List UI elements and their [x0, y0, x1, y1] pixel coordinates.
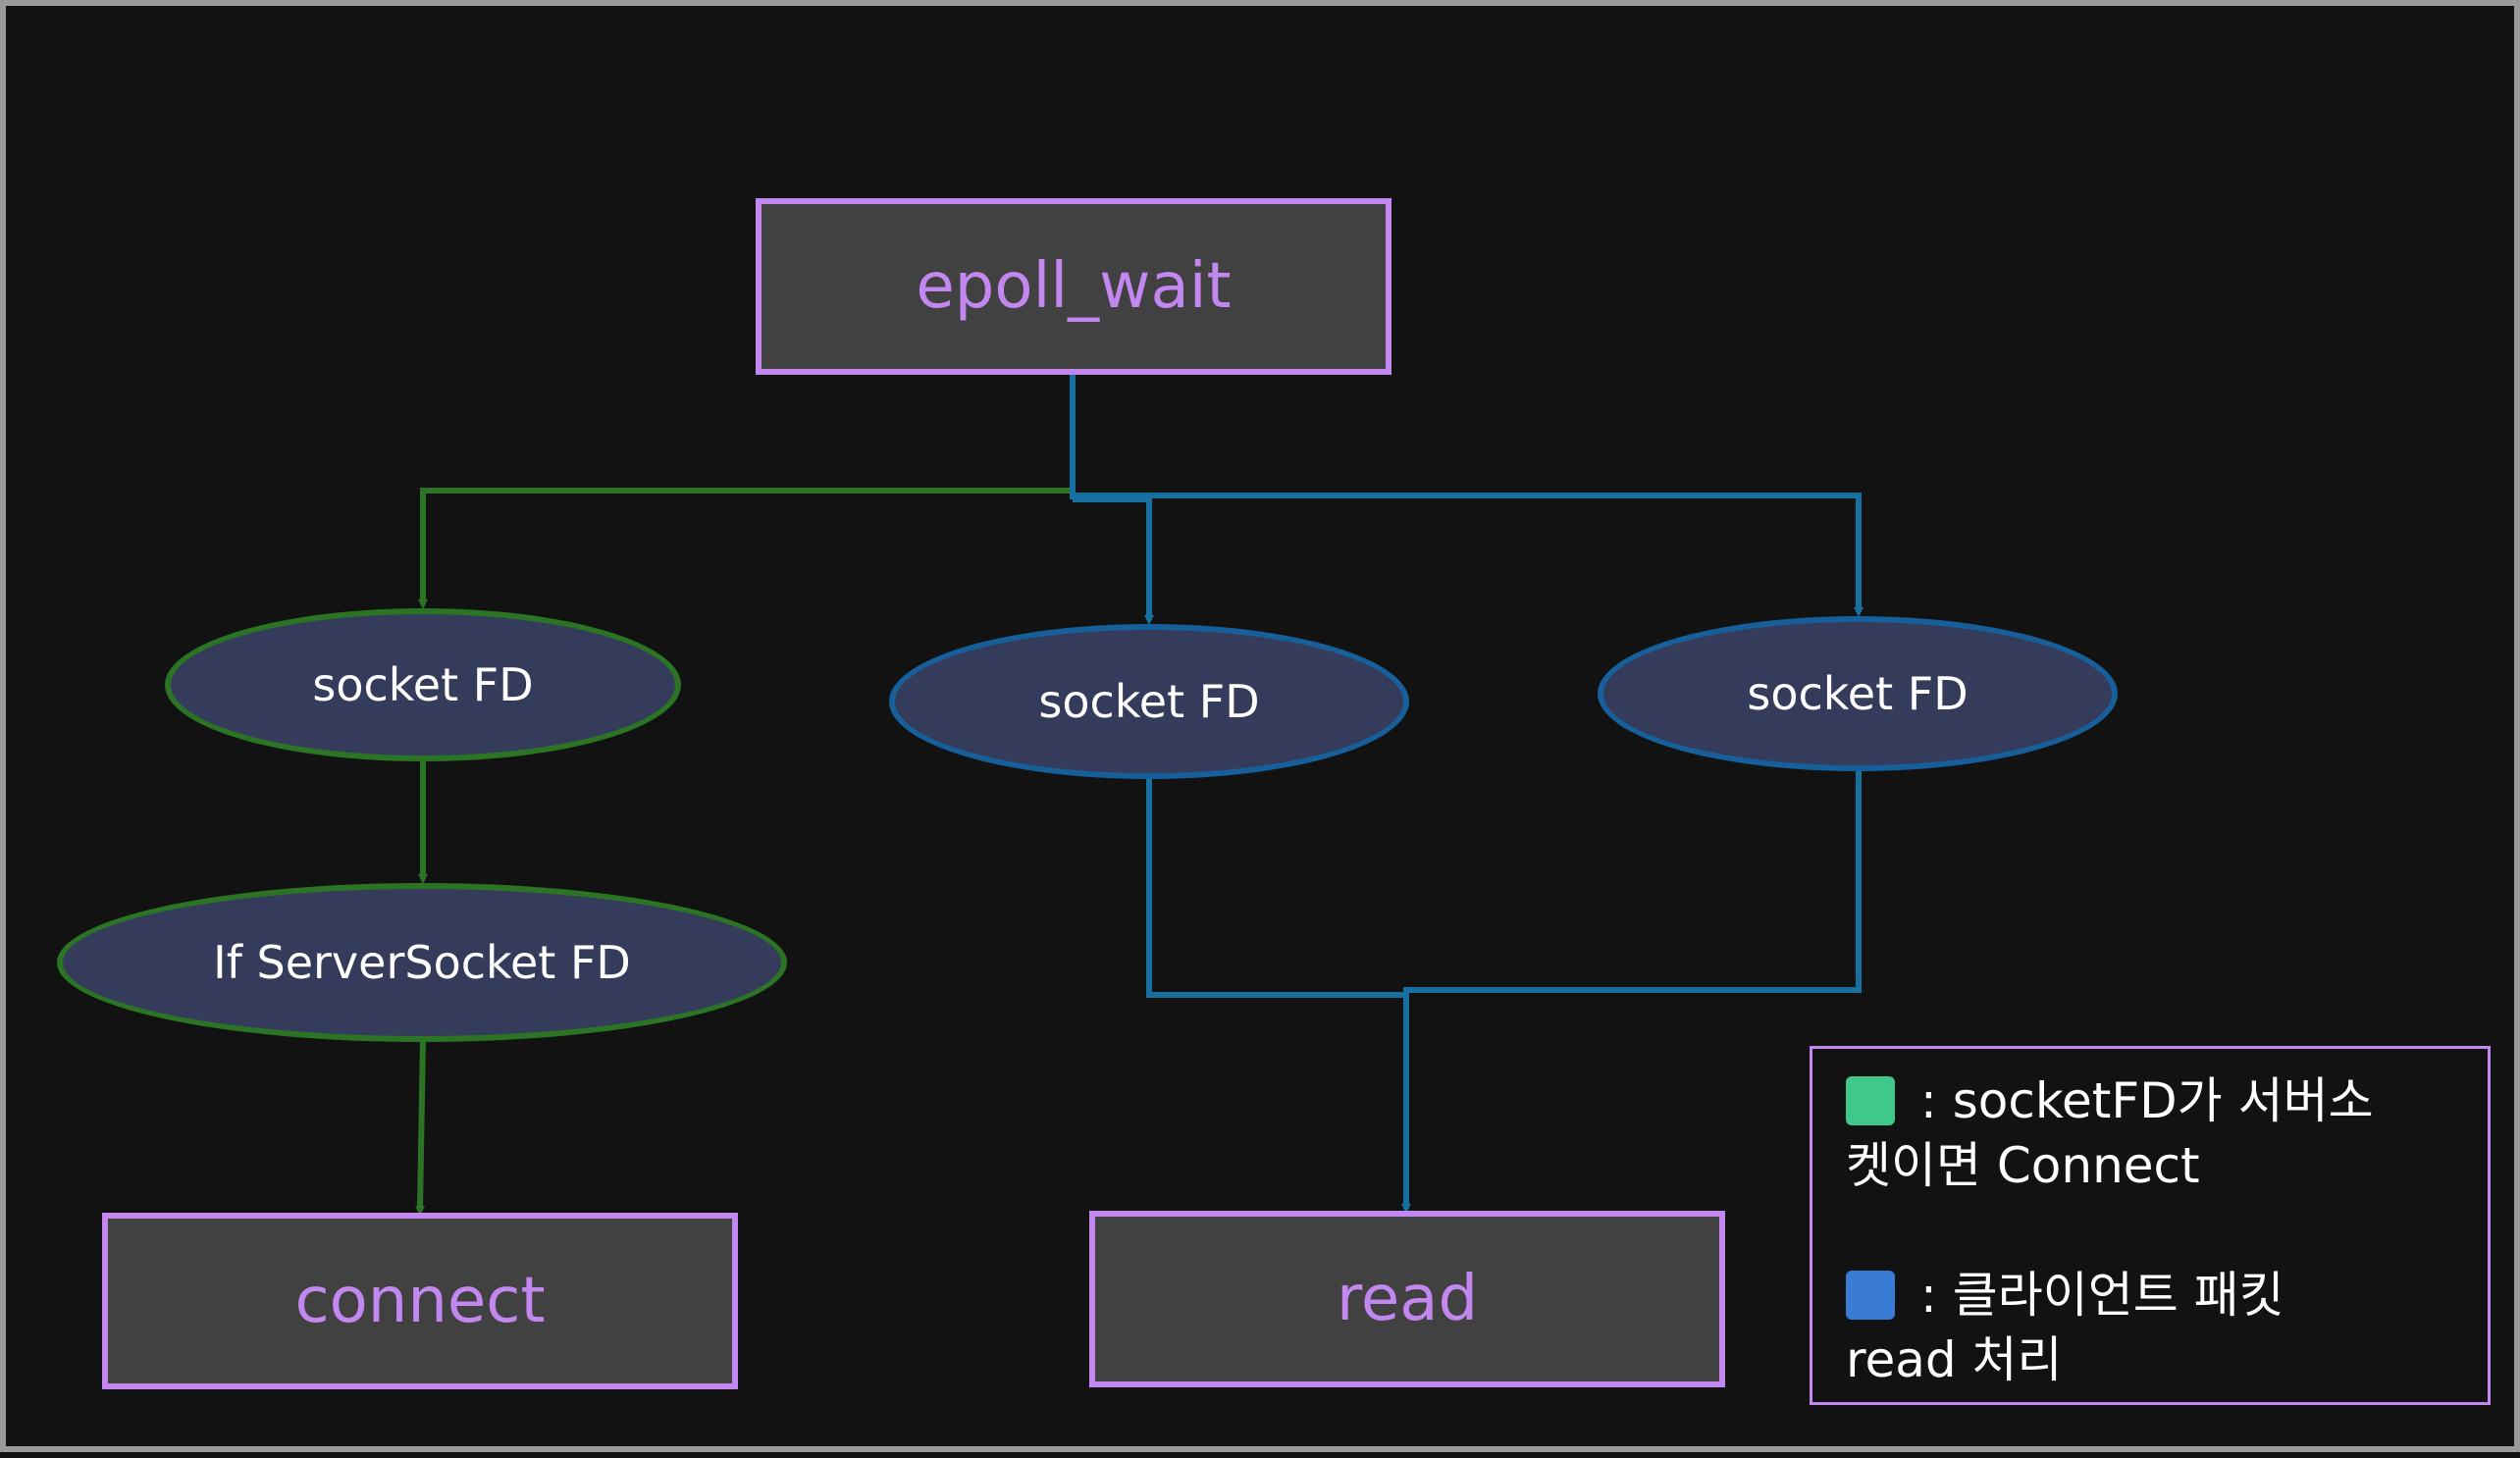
- legend-green-line2: 켓이면 Connect: [1846, 1137, 2200, 1194]
- read-node: read: [1089, 1211, 1725, 1387]
- socket-fd-node-1: socket FD: [165, 608, 681, 761]
- legend-blue-line2: read 처리: [1846, 1331, 2063, 1388]
- blue-swatch-icon: [1846, 1271, 1895, 1320]
- edge-socket-fd-2-to-read: [1146, 775, 1406, 998]
- socket-fd-label-2: socket FD: [1038, 675, 1260, 728]
- socket-fd-label-1: socket FD: [312, 658, 534, 711]
- connector-layer: [415, 373, 1864, 1216]
- edge-if-server-to-connect: [415, 1037, 426, 1216]
- read-label: read: [1336, 1263, 1479, 1335]
- edge-epoll-to-socket-fd-3: [1073, 493, 1864, 617]
- socket-fd-label-3: socket FD: [1747, 667, 1969, 720]
- edge-epoll-to-socket-fd-1: [418, 488, 1073, 609]
- connect-label: connect: [294, 1265, 546, 1337]
- socket-fd-node-2: socket FD: [889, 624, 1409, 779]
- legend-blue-line1: : 클라이언트 패킷: [1920, 1267, 2284, 1324]
- connect-node: connect: [102, 1213, 738, 1389]
- green-swatch-icon: [1846, 1076, 1895, 1125]
- legend-spacer: [1846, 1198, 2488, 1263]
- if-server-socket-node: If ServerSocket FD: [57, 883, 787, 1042]
- legend-green-row: : socketFD가 서버소: [1846, 1068, 2488, 1133]
- epoll-wait-label: epoll_wait: [916, 250, 1232, 323]
- legend: : socketFD가 서버소 켓이면 Connect : 클라이언트 패킷 r…: [1810, 1046, 2491, 1405]
- socket-fd-node-3: socket FD: [1598, 616, 2118, 771]
- legend-green-line1: : socketFD가 서버소: [1920, 1072, 2374, 1129]
- edge-socket-fd-3-to-read: [1401, 767, 1862, 1214]
- if-server-socket-label: If ServerSocket FD: [213, 936, 631, 989]
- legend-blue-row: : 클라이언트 패킷: [1846, 1263, 2488, 1328]
- epoll-wait-node: epoll_wait: [756, 198, 1391, 375]
- edge-epoll-to-socket-fd-2: [1073, 496, 1154, 625]
